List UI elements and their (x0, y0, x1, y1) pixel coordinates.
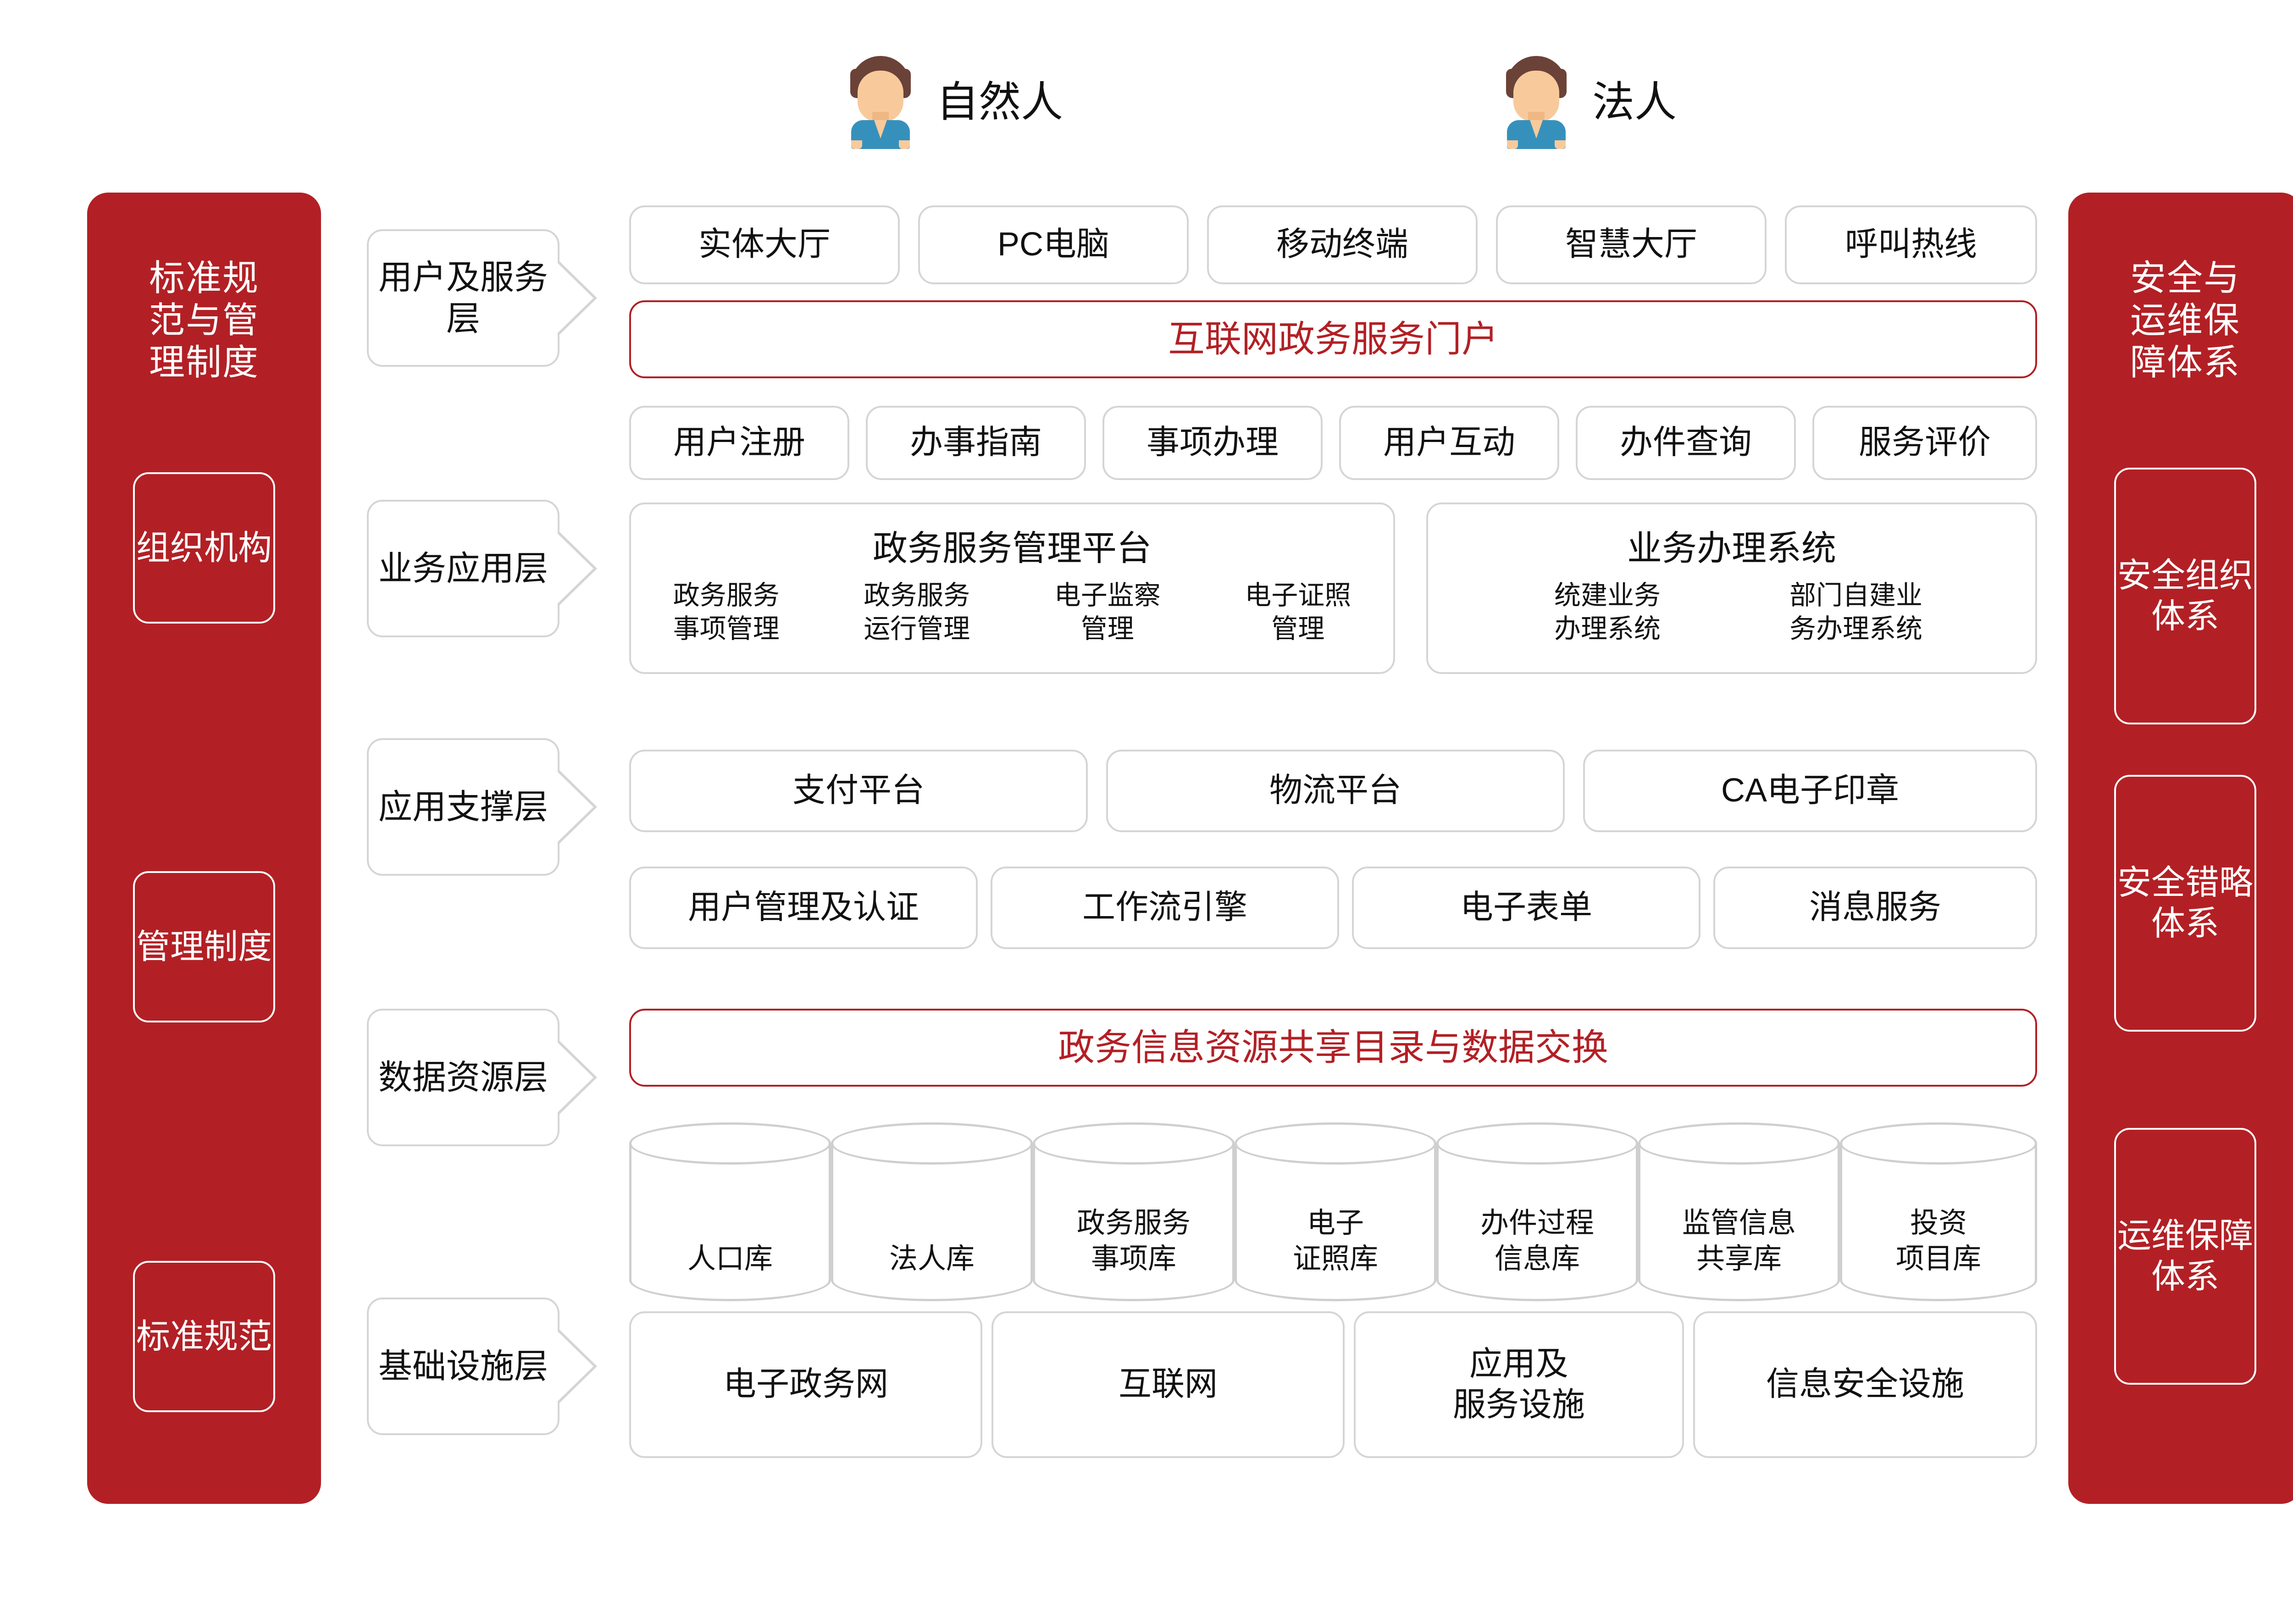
platform-cell[interactable]: 统建业务 办理系统 (1554, 580, 1661, 644)
database-label: 政务服务 事项库 (1076, 1207, 1191, 1275)
channel-hotline[interactable]: 呼叫热线 (1785, 205, 2037, 284)
database-label: 监管信息 共享库 (1682, 1207, 1796, 1275)
left-pillar-title: 标准规范与管理制度 (149, 258, 259, 383)
function-user-registration[interactable]: 用户注册 (629, 406, 849, 480)
channel-smart-hall[interactable]: 智慧大厅 (1496, 205, 1767, 284)
cylinder-top-cap (831, 1122, 1033, 1165)
platform-cell[interactable]: 部门自建业 务办理系统 (1789, 580, 1922, 644)
database-label: 人口库 (687, 1243, 773, 1275)
actors-row: 自然人 法人 (0, 55, 2293, 160)
infra-internet[interactable]: 互联网 (991, 1311, 1345, 1458)
platform-cell[interactable]: 电子证照 管理 (1245, 580, 1351, 644)
support-message-service[interactable]: 消息服务 (1713, 867, 2037, 949)
platform-gov-service-management[interactable]: 政务服务管理平台 政务服务 事项管理 政务服务 运行管理 电子监察 管理 电子证… (629, 503, 1395, 674)
support-workflow-engine[interactable]: 工作流引擎 (991, 867, 1339, 949)
cylinder-top-cap (629, 1122, 831, 1165)
left-pillar-card-standards[interactable]: 标准规范 (133, 1261, 275, 1412)
layer-tag-application-support[interactable]: 应用支撑层 (367, 738, 559, 876)
database-gov-service-items[interactable]: 政务服务 事项库 (1033, 1122, 1235, 1301)
actor-legal-person: 法人 (1500, 55, 1677, 149)
actor-natural-person: 自然人 (844, 55, 1063, 149)
right-pillar-card-ops-support[interactable]: 运维保障体系 (2114, 1128, 2256, 1385)
layer-tag-business-application[interactable]: 业务应用层 (367, 500, 559, 637)
database-electronic-license[interactable]: 电子 证照库 (1235, 1122, 1436, 1301)
layer-tag-user-service[interactable]: 用户及服务层 (367, 229, 559, 367)
right-pillar-title: 安全与运维保障体系 (2130, 258, 2240, 383)
platform-cell-grid: 统建业务 办理系统 部门自建业 务办理系统 (1428, 579, 2035, 646)
function-user-interaction[interactable]: 用户互动 (1339, 406, 1559, 480)
right-pillar-security-ops: 安全与运维保障体系 安全组织体系 安全错略体系 运维保障体系 (2068, 193, 2293, 1504)
platform-cell[interactable]: 政务服务 事项管理 (673, 580, 780, 644)
cylinder-top-cap (1436, 1122, 1638, 1165)
internet-government-service-portal[interactable]: 互联网政务服务门户 (629, 300, 2037, 378)
function-service-evaluation[interactable]: 服务评价 (1812, 406, 2037, 480)
platform-title: 业务办理系统 (1627, 529, 1836, 568)
platform-title: 政务服务管理平台 (873, 529, 1152, 568)
cylinder-top-cap (1638, 1122, 1840, 1165)
platform-business-handling-system[interactable]: 业务办理系统 统建业务 办理系统 部门自建业 务办理系统 (1426, 503, 2037, 674)
cylinder-top-cap (1235, 1122, 1436, 1165)
support-payment-platform[interactable]: 支付平台 (629, 750, 1088, 832)
support-electronic-form[interactable]: 电子表单 (1352, 867, 1700, 949)
database-label: 法人库 (889, 1243, 975, 1275)
support-logistics-platform[interactable]: 物流平台 (1106, 750, 1565, 832)
layer-tag-infrastructure[interactable]: 基础设施层 (367, 1298, 559, 1435)
left-pillar-standards-management: 标准规范与管理制度 组织机构 管理制度 标准规范 (87, 193, 321, 1504)
infra-application-service-facility[interactable]: 应用及 服务设施 (1354, 1311, 1684, 1458)
platform-cell[interactable]: 电子监察 管理 (1054, 580, 1161, 644)
data-sharing-catalog-exchange[interactable]: 政务信息资源共享目录与数据交换 (629, 1009, 2037, 1087)
person-avatar-icon (844, 55, 917, 149)
person-avatar-icon (1500, 55, 1573, 149)
function-case-query[interactable]: 办件查询 (1576, 406, 1796, 480)
left-pillar-card-management-system[interactable]: 管理制度 (133, 871, 275, 1022)
cylinder-top-cap (1033, 1122, 1235, 1165)
database-population[interactable]: 人口库 (629, 1122, 831, 1301)
platform-cell[interactable]: 政务服务 运行管理 (864, 580, 970, 644)
support-ca-electronic-seal[interactable]: CA电子印章 (1583, 750, 2037, 832)
layer-tag-data-resource[interactable]: 数据资源层 (367, 1009, 559, 1146)
function-service-guide[interactable]: 办事指南 (866, 406, 1086, 480)
channel-pc[interactable]: PC电脑 (918, 205, 1189, 284)
database-label: 电子 证照库 (1292, 1207, 1378, 1275)
infra-egov-network[interactable]: 电子政务网 (629, 1311, 982, 1458)
support-user-management-auth[interactable]: 用户管理及认证 (629, 867, 978, 949)
database-case-process-info[interactable]: 办件过程 信息库 (1436, 1122, 1638, 1301)
database-supervision-info-sharing[interactable]: 监管信息 共享库 (1638, 1122, 1840, 1301)
database-label: 投资 项目库 (1895, 1207, 1981, 1275)
function-item-handling[interactable]: 事项办理 (1102, 406, 1323, 480)
channel-mobile[interactable]: 移动终端 (1207, 205, 1478, 284)
actor-label: 法人 (1592, 78, 1677, 126)
infra-information-security-facility[interactable]: 信息安全设施 (1693, 1311, 2037, 1458)
actor-label: 自然人 (936, 78, 1063, 126)
cylinder-top-cap (1840, 1122, 2037, 1165)
right-pillar-card-security-strategy[interactable]: 安全错略体系 (2114, 775, 2256, 1032)
platform-cell-grid: 政务服务 事项管理 政务服务 运行管理 电子监察 管理 电子证照 管理 (631, 579, 1393, 646)
database-investment-project[interactable]: 投资 项目库 (1840, 1122, 2037, 1301)
right-pillar-card-security-organization[interactable]: 安全组织体系 (2114, 468, 2256, 724)
database-legal-entity[interactable]: 法人库 (831, 1122, 1033, 1301)
left-pillar-card-organization[interactable]: 组织机构 (133, 472, 275, 624)
database-label: 办件过程 信息库 (1480, 1207, 1594, 1275)
channel-physical-hall[interactable]: 实体大厅 (629, 205, 900, 284)
